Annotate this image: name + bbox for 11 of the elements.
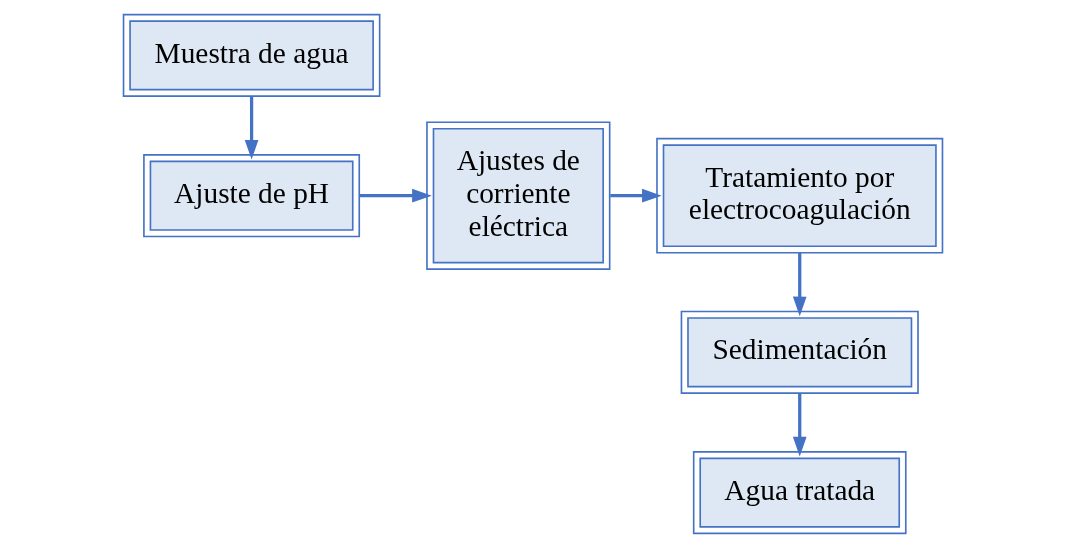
node-box: Sedimentación (680, 310, 919, 394)
node-box: Ajustes de corriente eléctrica (425, 121, 610, 270)
node-box: Ajuste de pH (142, 154, 360, 238)
arrow (244, 96, 258, 160)
arrow (609, 188, 662, 203)
node-box: Agua tratada (692, 451, 907, 535)
node-box: Tratamiento por electrocoagulación (655, 137, 943, 254)
arrow (792, 393, 807, 457)
arrow (792, 253, 807, 317)
node-box: Muestra de agua (122, 13, 380, 97)
arrow (359, 188, 432, 203)
